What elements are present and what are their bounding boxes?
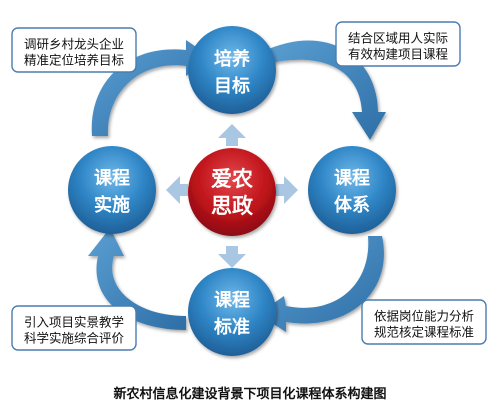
node-right: 课程 体系 bbox=[308, 146, 396, 234]
note-bottom-left: 引入项目实景教学 科学实施综合评价 bbox=[11, 305, 137, 351]
note-bottom-right-line1: 依据岗位能力分析 bbox=[374, 309, 474, 324]
node-top: 培养 目标 bbox=[188, 26, 276, 114]
note-bottom-left-line2: 科学实施综合评价 bbox=[24, 331, 125, 346]
center-node: 爱农 思政 bbox=[188, 148, 276, 236]
inner-arrow-right bbox=[276, 176, 298, 204]
note-bottom-left-line1: 引入项目实景教学 bbox=[24, 315, 124, 330]
note-top-left-line1: 调研乡村龙头企业 bbox=[24, 37, 124, 52]
node-bottom: 课程 标准 bbox=[188, 268, 276, 356]
node-bottom-line2: 标准 bbox=[213, 316, 250, 338]
note-top-left: 调研乡村龙头企业 精准定位培养目标 bbox=[11, 27, 137, 73]
center-line1: 爱农 bbox=[211, 167, 253, 191]
node-left: 课程 实施 bbox=[68, 146, 156, 234]
note-top-left-line2: 精准定位培养目标 bbox=[24, 53, 124, 68]
node-right-line2: 体系 bbox=[334, 194, 370, 216]
center-arrows bbox=[166, 124, 298, 268]
node-top-line2: 目标 bbox=[214, 75, 250, 97]
note-bottom-right-line2: 规范核定课程标准 bbox=[374, 325, 474, 340]
node-right-line1: 课程 bbox=[334, 168, 370, 189]
inner-arrow-up bbox=[218, 124, 246, 146]
arrow-bottom-to-left bbox=[88, 228, 186, 330]
center-line2: 思政 bbox=[211, 194, 254, 218]
inner-arrow-left bbox=[166, 176, 188, 204]
node-top-line1: 培养 bbox=[214, 48, 251, 70]
arrow-left-to-top bbox=[91, 40, 212, 136]
arrow-right-to-bottom bbox=[258, 236, 384, 332]
node-bottom-line1: 课程 bbox=[214, 290, 250, 311]
note-top-right-line2: 有效构建项目课程 bbox=[348, 47, 449, 62]
node-left-line1: 课程 bbox=[94, 168, 130, 189]
note-bottom-right: 依据岗位能力分析 规范核定课程标准 bbox=[361, 299, 487, 345]
note-top-right-line1: 结合区域用人实际 bbox=[348, 31, 448, 46]
node-left-line2: 实施 bbox=[94, 194, 130, 216]
inner-arrow-down bbox=[218, 246, 246, 268]
figure-caption: 新农村信息化建设背景下项目化课程体系构建图 bbox=[113, 387, 387, 402]
note-top-right: 结合区域用人实际 有效构建项目课程 bbox=[335, 21, 461, 67]
